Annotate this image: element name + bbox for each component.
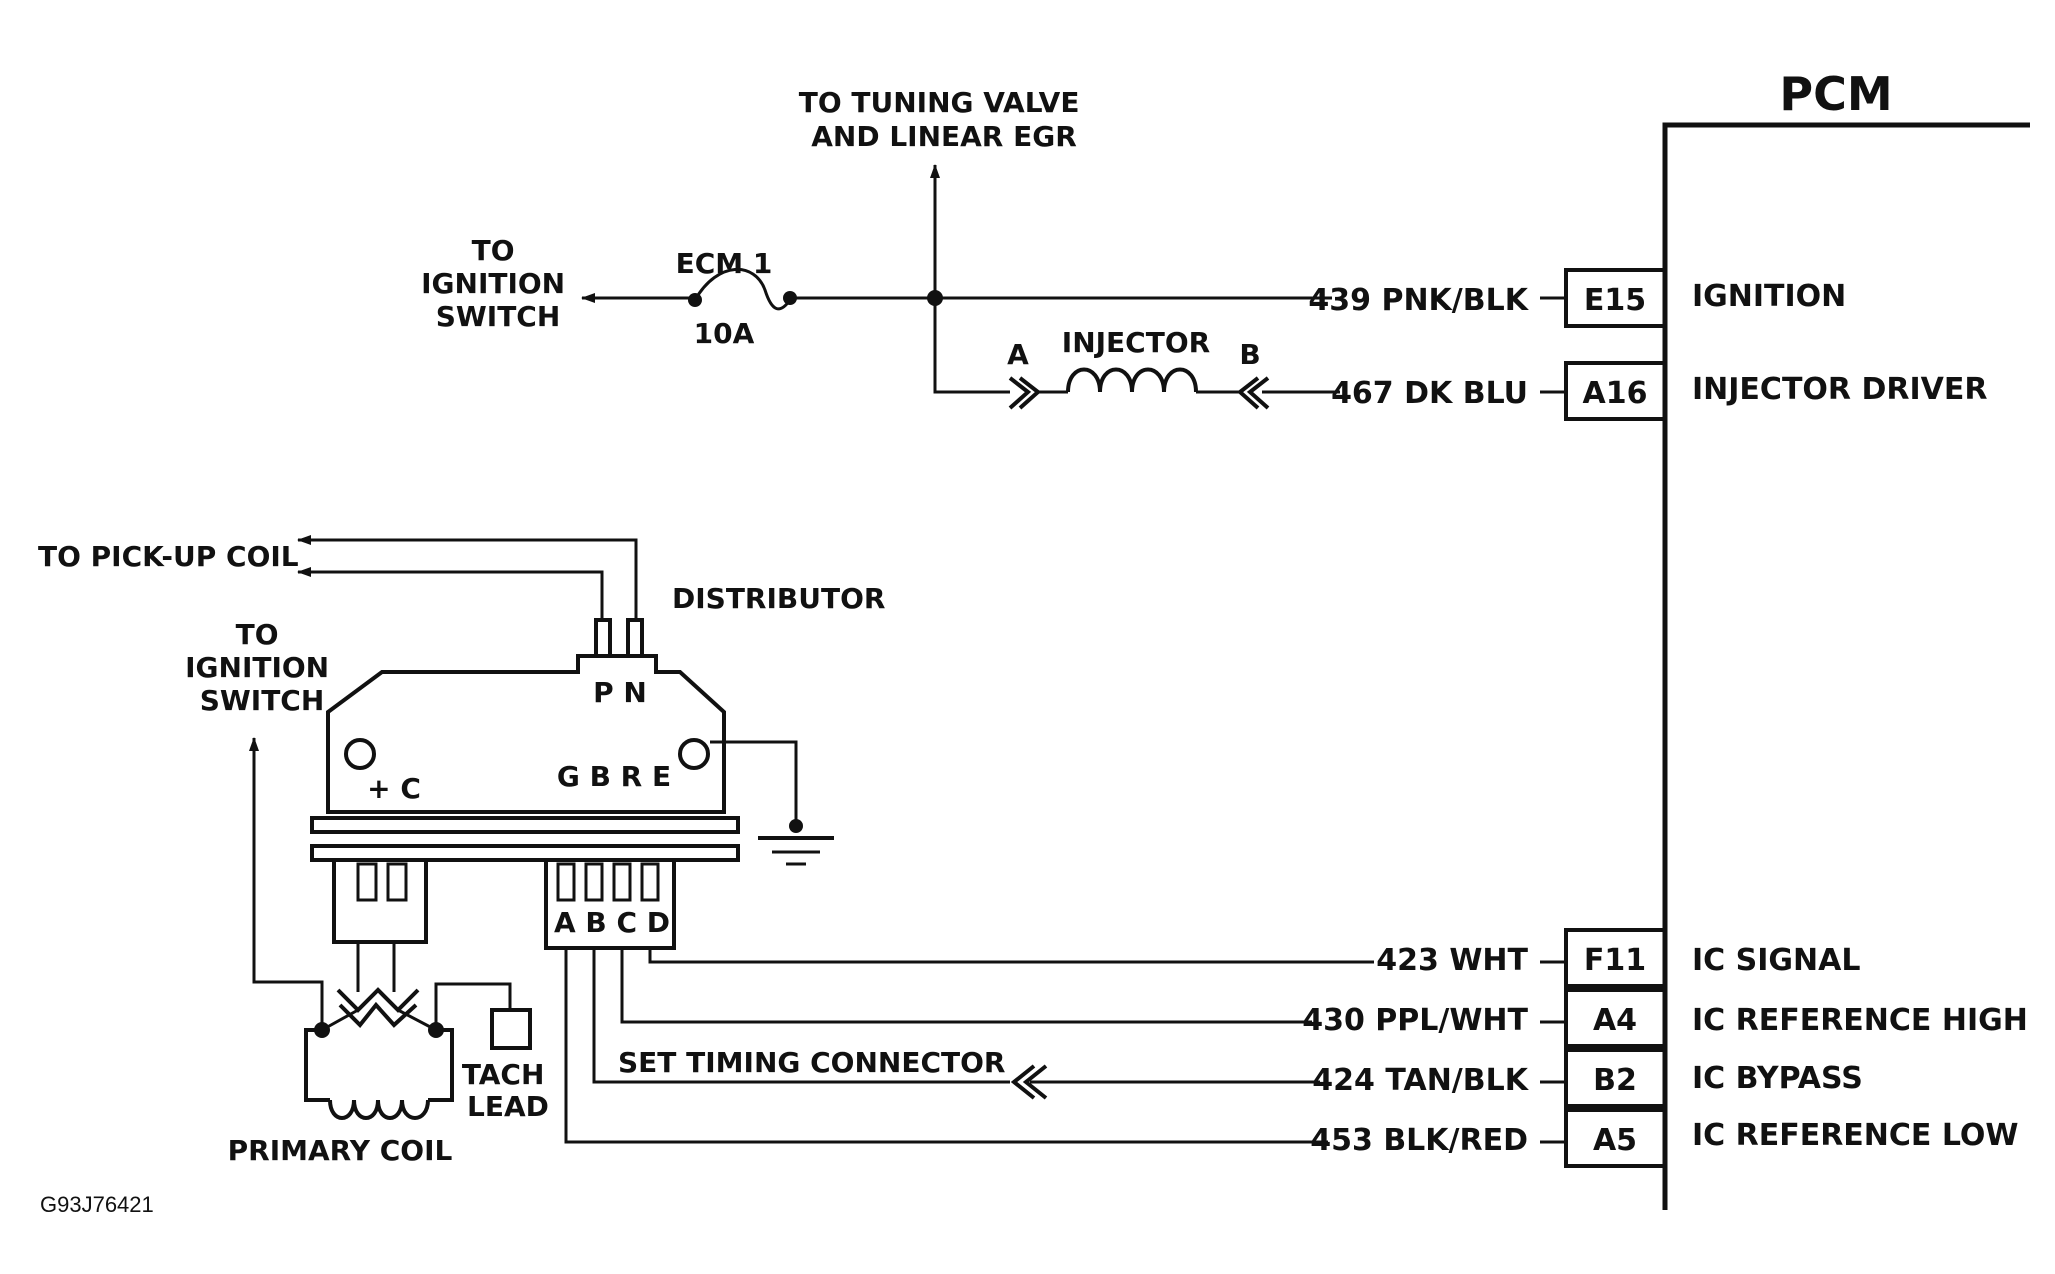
wire-label: 424 TAN/BLK [1312,1063,1529,1098]
set-timing-label: SET TIMING CONNECTOR [618,1046,1005,1079]
terminal-n [626,618,644,658]
coil-frame-right [428,1028,454,1102]
pcm-pin-e15: E15 439 PNK/BLK IGNITION [1308,268,1846,328]
terminal-p [594,618,612,658]
pickup-coil-label: TO PICK-UP COIL [38,540,299,573]
module-gbre-label: G B R E [557,760,671,793]
tach-lead-terminal [490,1008,532,1050]
pin-id: B2 [1593,1063,1637,1098]
wire-453 [564,948,1328,1144]
primary-coil-label: PRIMARY COIL [228,1134,453,1167]
fuse-element [693,267,792,311]
fuse-ecm1: ECM 1 10A [676,247,797,350]
terminal-c2 [612,862,632,902]
coil-frame-left [304,1028,330,1102]
pin-id: A4 [1593,1003,1637,1038]
distributor-label: DISTRIBUTOR [672,582,885,615]
injector-coil-icon [1066,367,1198,393]
pickup-coil-leads: TO PICK-UP COIL DISTRIBUTOR [38,535,885,620]
module-abcd-label: A B C D [554,906,670,939]
connector-abcd [544,858,676,950]
ignition-circuit: TO IGNITION SWITCH ECM 1 10A TO TUNING V… [421,86,1566,394]
pin-function: IGNITION [1692,279,1846,314]
pcm-pin-a16: A16 467 DK BLU INJECTOR DRIVER [1331,361,1987,421]
tach-lead: TACH LEAD [434,982,554,1123]
pin-function: IC REFERENCE LOW [1692,1118,2019,1153]
coil-cross-upper [336,987,420,1013]
coil-cross-lower [338,1001,418,1028]
mount-hole-left [344,738,376,770]
pcm-title: PCM [1779,67,1892,121]
tach-lead-wire [434,982,512,1030]
pin-box [1564,1048,1667,1108]
pcm-pin-a4: A4 430 PPL/WHT IC REFERENCE HIGH [1302,988,2028,1048]
wire-label: 430 PPL/WHT [1302,1003,1528,1038]
pin-function: IC SIGNAL [1692,943,1860,978]
wire-430 [620,948,1312,1024]
ground [710,740,834,866]
pcm-pin-a5: A5 453 BLK/RED IC REFERENCE LOW [1310,1108,2019,1168]
pcm-outline [1662,122,2030,1210]
pickup-lead-n [297,535,638,620]
wire-label: 439 PNK/BLK [1308,283,1529,318]
terminal-d [640,862,660,902]
mount-hole-right [678,738,710,770]
tuning-valve-label: TO TUNING VALVE AND LINEAR EGR [799,86,1089,153]
figure-id: G93J76421 [40,1192,154,1217]
wire-424-module-side [592,948,1010,1084]
injector: A B INJECTOR [1007,326,1566,410]
terminal-b [584,862,604,902]
connector-a-icon [1008,376,1042,410]
ignition-switch-label: TO IGNITION SWITCH [421,234,575,333]
wire-label: 453 BLK/RED [1310,1123,1528,1158]
tach-lead-label: TACH LEAD [462,1058,554,1123]
injector-terminal-a: A [1007,338,1029,371]
ic-wiring: SET TIMING CONNECTOR [564,948,1566,1144]
pin-function: INJECTOR DRIVER [1692,372,1987,407]
pin-box [1564,988,1667,1048]
ignition-control-module: P N G B R E + C A B C D [310,618,740,950]
module-plus-c-label: + C [367,772,421,805]
pin-id: A5 [1593,1123,1637,1158]
coil-ignition-switch-label: TO IGNITION SWITCH [185,618,339,717]
pin-id: E15 [1584,283,1646,318]
pcm-pin-f11: F11 423 WHT IC SIGNAL [1376,928,1860,988]
injector-label: INJECTOR [1062,326,1210,359]
connector-plus-c [332,858,428,944]
module-plate-upper [310,816,740,834]
terminal-plus [356,862,378,902]
module-body [326,654,726,814]
wire-423 [648,948,1374,964]
pin-id: A16 [1583,376,1648,411]
pin-function: IC BYPASS [1692,1061,1863,1096]
pin-box [1564,1108,1667,1168]
terminal-a [556,862,576,902]
module-plate-lower [310,844,740,862]
fuse-name: ECM 1 [676,247,773,280]
pin-function: IC REFERENCE HIGH [1692,1003,2028,1038]
ground-wire [710,740,798,826]
wire-label: 423 WHT [1376,943,1528,978]
ground-splice [789,819,803,833]
wire-label: 467 DK BLU [1331,376,1528,411]
injector-feed-wire [933,298,1010,394]
set-timing-connector-icon [1010,1064,1048,1100]
pickup-lead-p [297,567,604,620]
primary-coil-winding-icon [328,1099,430,1120]
terminal-c [386,862,408,902]
connector-b-icon [1236,376,1270,410]
module-pn-label: P N [593,676,647,709]
fuse-rating: 10A [694,317,755,350]
coil-ignition-switch-arrow [249,737,324,1030]
pcm-pin-b2: B2 424 TAN/BLK IC BYPASS [1312,1048,1863,1108]
primary-coil: TO IGNITION SWITCH PRIMARY COIL [185,618,454,1167]
pin-id: F11 [1584,943,1646,978]
pcm-block: PCM [1662,67,2030,1210]
pin-box [1564,928,1667,988]
injector-terminal-b: B [1239,338,1260,371]
